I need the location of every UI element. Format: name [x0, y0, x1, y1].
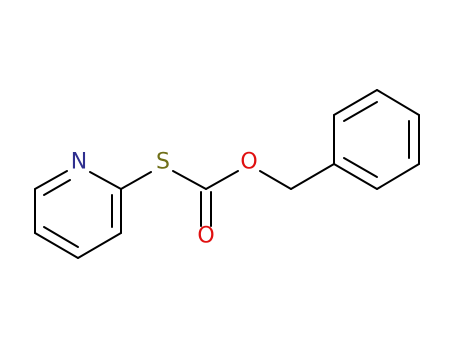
bond-ph5-ph6	[376, 163, 420, 190]
bond-inner-ph2-ph3	[343, 101, 378, 122]
atom-label-nitrogen: N	[71, 150, 87, 175]
atom-label-carbonyl-oxygen: O	[197, 224, 214, 249]
bond-inner-c4-c5	[43, 226, 79, 248]
atom-label-sulfur: S	[156, 150, 170, 175]
bond-ch2-phenyl	[290, 163, 335, 190]
bond-inner-c6-n	[43, 179, 71, 196]
atom-label-ester-oxygen: O	[240, 150, 257, 175]
bond-o-ester-ch2	[259, 170, 292, 190]
bond-ph6-ph1	[333, 163, 378, 190]
bond-c2-s	[120, 171, 152, 190]
bond-c3-c4	[77, 232, 122, 259]
bond-ph3-ph4	[376, 89, 420, 116]
benzene-ring	[333, 89, 420, 190]
thiocarbonate-linker	[120, 163, 335, 227]
bond-ph2-ph3	[333, 89, 378, 116]
bond-c6-n	[34, 170, 68, 190]
bond-carbonyl-o-ester	[205, 170, 239, 190]
bond-s-c-carbonyl	[172, 170, 207, 190]
bond-n-c2	[89, 171, 122, 190]
bond-inner-ph6-ph1	[343, 157, 378, 178]
bond-c4-c5	[34, 232, 79, 259]
pyridine-ring	[34, 170, 122, 259]
